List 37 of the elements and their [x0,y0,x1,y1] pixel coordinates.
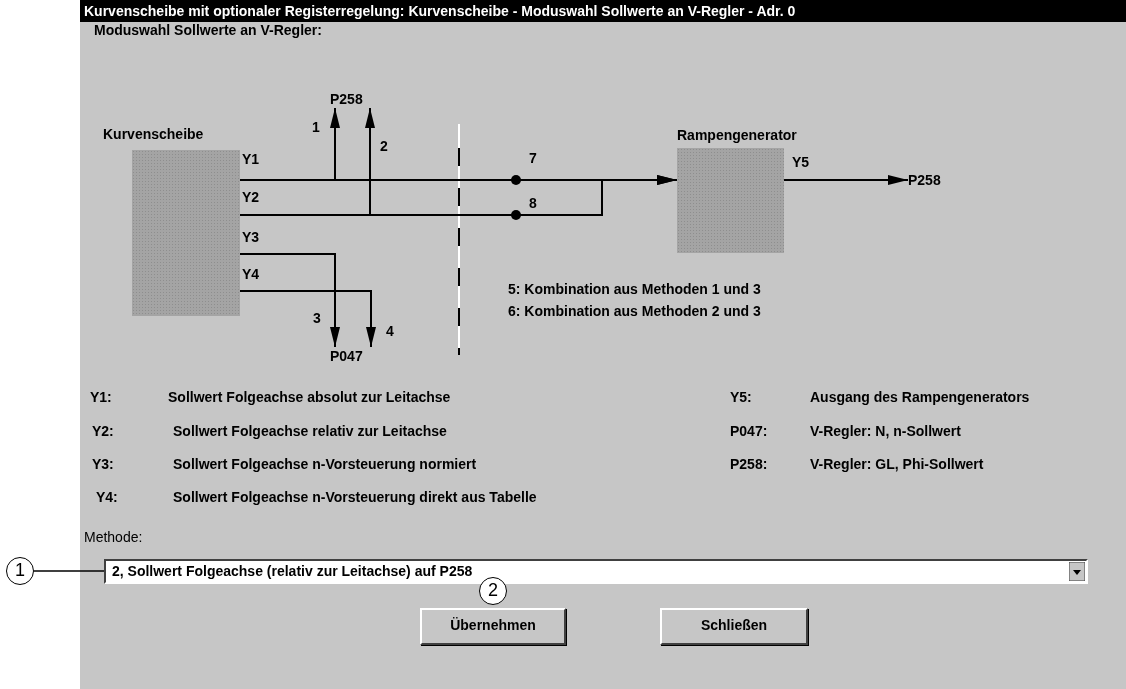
description-text: V-Regler: N, n-Sollwert [810,422,961,440]
arrow [239,290,376,348]
description-text: Ausgang des Rampengenerators [810,388,1030,406]
parameter-label: P258 [908,171,952,189]
port-label: Y4 [242,265,260,283]
description-text: V-Regler: GL, Phi-Sollwert [810,455,984,473]
parameter-label: P047 [330,347,374,365]
note-text: 6: Kombination aus Methoden 2 und 3 [508,302,761,320]
arrow [239,253,340,348]
block-title: Kurvenscheibe [103,125,204,143]
port-label: Y3 [242,228,260,246]
term-label: Y3: [92,455,114,473]
port-label: Y1 [242,150,260,168]
apply-button: Übernehmen [420,608,566,645]
port-label: Y2 [242,188,260,206]
term-label: Y1: [90,388,112,406]
description-text: Sollwert Folgeachse absolut zur Leitachse [168,388,451,406]
term-label: Y4: [96,488,118,506]
arrow [783,175,909,185]
note-text: 5: Kombination aus Methoden 1 und 3 [508,280,761,298]
heading: Moduswahl Sollwerte an V-Regler: [94,21,322,39]
callout-number: 1 [6,557,34,585]
dropdown-field: 2, Sollwert Folgeachse (relativ zur Leitachse) auf P258 [104,559,1088,584]
leader-line [33,570,105,572]
block-title: Rampengenerator [677,126,797,144]
description-text: Sollwert Folgeachse n-Vorsteuerung direkt aus Tabelle [173,488,537,506]
term-label: P047: [730,422,768,440]
term-label: P258: [730,455,768,473]
parameter-label: P258 [330,90,374,108]
term-label: Y5: [730,388,752,406]
description-text: Sollwert Folgeachse relativ zur Leitachse [173,422,447,440]
title-bar: Kurvenscheibe mit optionaler Registerregelung: Kurvenscheibe - Moduswahl Sollwerte an V-Regler - Adr. 0 [80,0,1126,22]
port-label: Y5 [792,153,810,171]
close-button: Schließen [660,608,808,645]
description-text: Sollwert Folgeachse n-Vorsteuerung normiert [173,455,477,473]
field-label: Methode: [84,528,143,546]
term-label: Y2: [92,422,114,440]
